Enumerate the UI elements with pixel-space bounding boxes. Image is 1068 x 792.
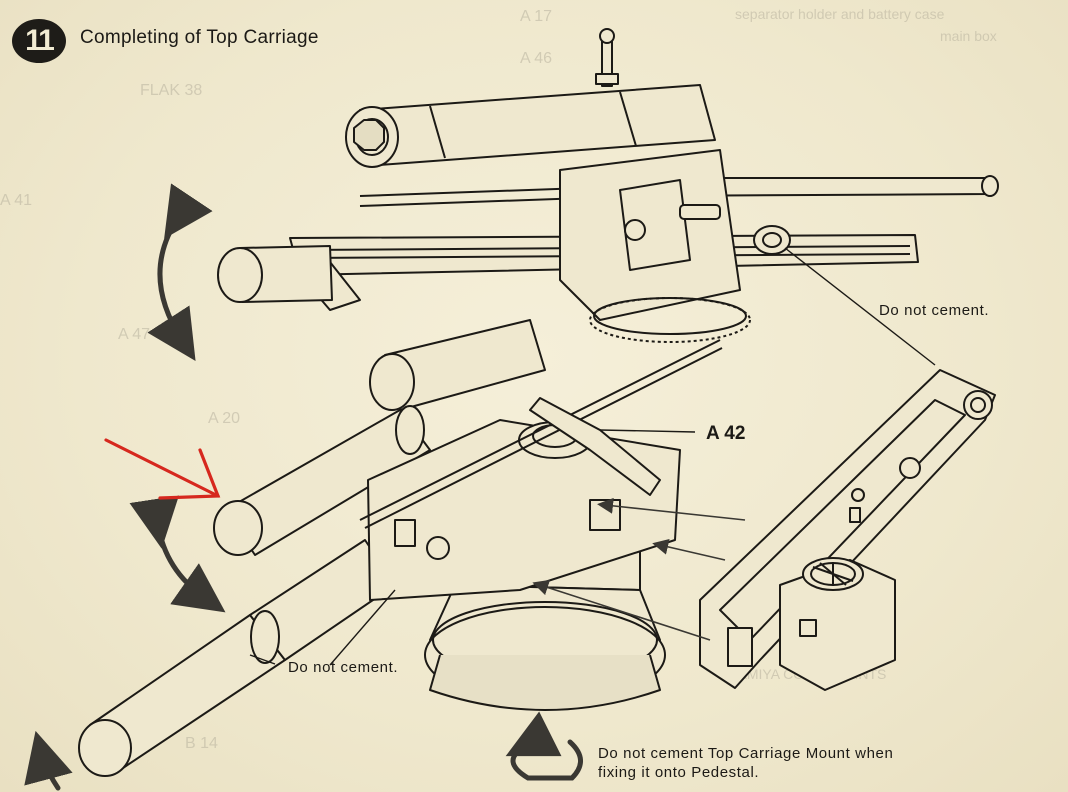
part-number-a42: A 42 <box>706 423 746 444</box>
bleed-text-top-right-2: main box <box>940 28 997 44</box>
breech-block <box>559 149 741 321</box>
fit-arrow-3 <box>532 579 711 641</box>
leader-line-rod <box>784 247 936 366</box>
rod-right <box>359 175 999 207</box>
bleed-text-b14: B 14 <box>185 735 218 752</box>
red-pointer-arrow-icon <box>104 438 221 500</box>
rotate-arrow-icon <box>505 711 583 781</box>
recuperator-cylinder <box>345 84 716 168</box>
leader-line-a42 <box>599 429 696 433</box>
gear-box <box>727 557 896 691</box>
traverse-ring <box>589 297 751 343</box>
curved-arrow-icon <box>24 730 73 791</box>
step-title: Completing of Top Carriage <box>80 27 319 48</box>
callout-mount-note: Do not cement Top Carriage Mount when fi… <box>598 744 893 782</box>
left-short-tube <box>217 245 333 303</box>
curved-double-arrow-icon <box>129 495 226 613</box>
bleed-text-a20: A 20 <box>208 410 241 427</box>
bleed-text-a47: A 47 <box>118 326 151 343</box>
fit-arrow-2 <box>652 539 726 561</box>
fit-arrow-1 <box>597 497 746 521</box>
mount-note-line-1: Do not cement Top Carriage Mount when <box>598 745 894 762</box>
mount-note-line-2: fixing it onto Pedestal. <box>598 764 760 781</box>
barrel-lower <box>78 539 396 777</box>
leader-line-bottom-2 <box>329 589 396 666</box>
curved-double-arrow-icon <box>147 183 213 362</box>
callout-do-not-cement-barrel: Do not cement. <box>288 659 399 676</box>
bleed-text-a41: A 41 <box>0 192 33 209</box>
bleed-text-flak: FLAK 38 <box>140 82 203 99</box>
leader-line-bottom <box>249 654 276 665</box>
bleed-text-top-right-1: separator holder and battery case <box>735 6 945 22</box>
sight-post <box>595 28 619 87</box>
bleed-text-a46: A 46 <box>520 50 553 67</box>
callout-do-not-cement-rod: Do not cement. <box>879 302 990 319</box>
handwheel-top <box>753 225 791 255</box>
barrel-middle <box>213 405 431 556</box>
barrel-upper <box>369 319 546 411</box>
step-number-badge: 11 <box>12 19 66 63</box>
bleed-text-a17: A 17 <box>520 8 553 25</box>
